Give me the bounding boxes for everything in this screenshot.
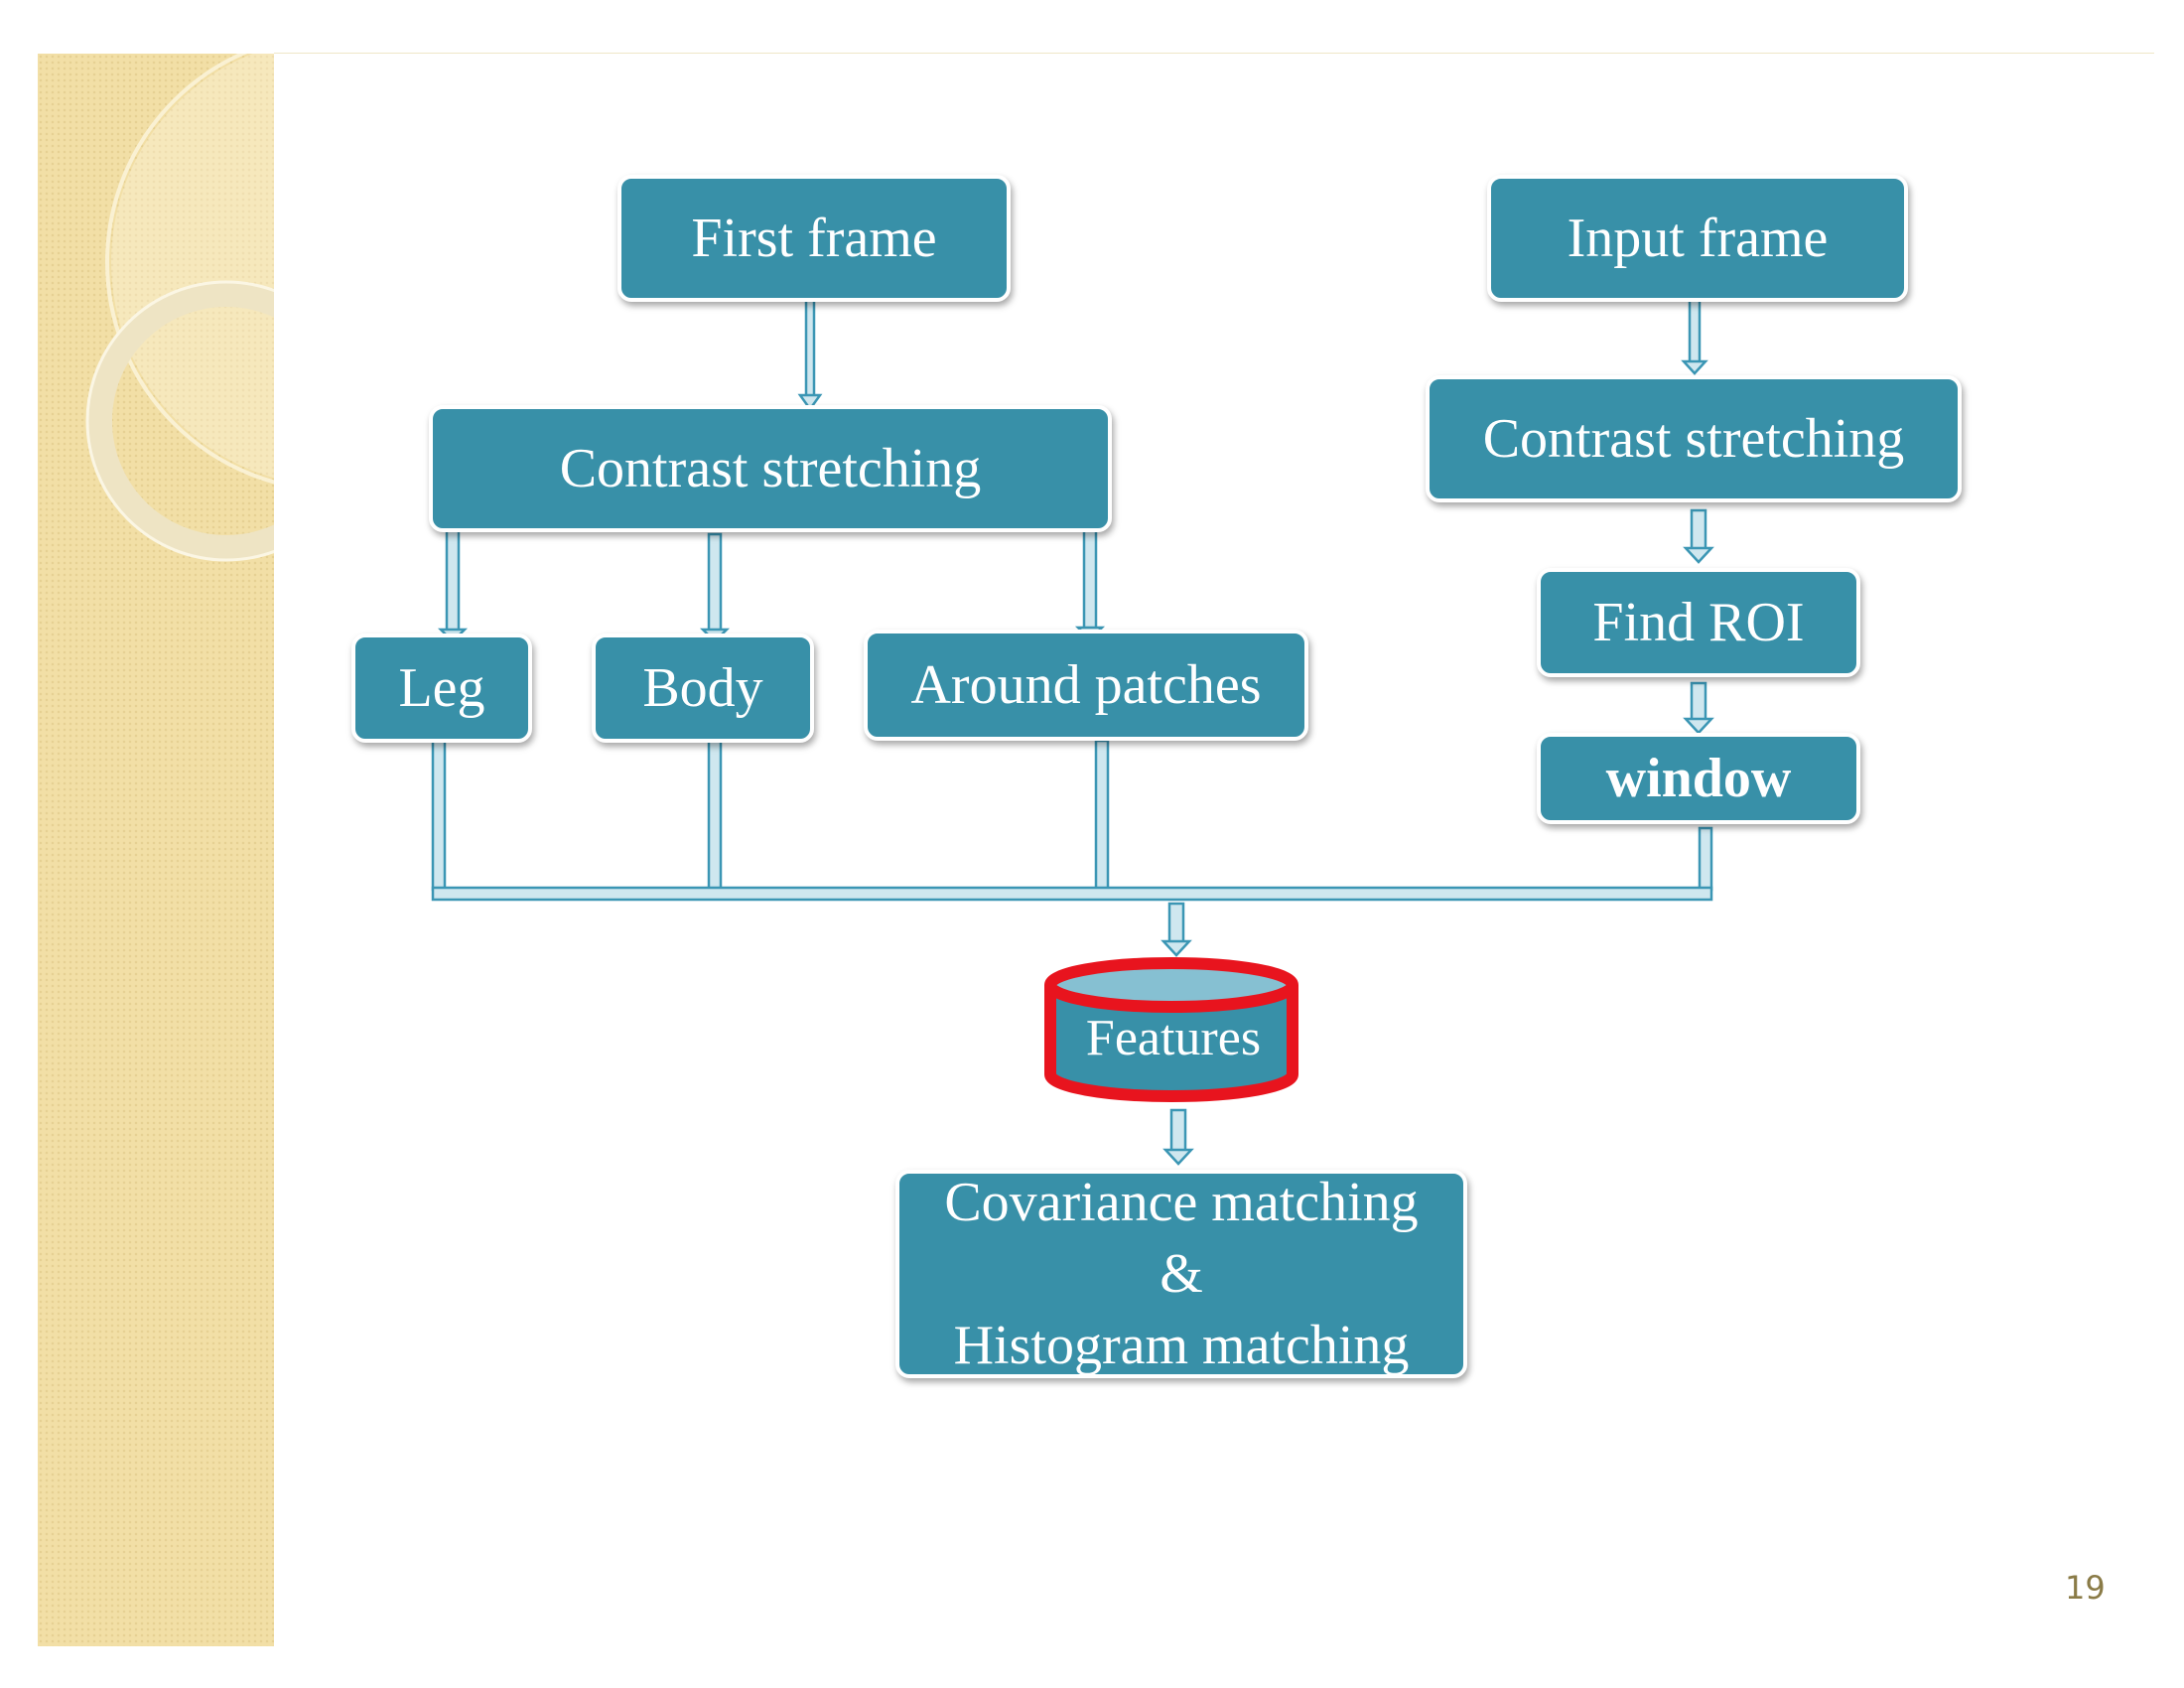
arrow-features-to-matching <box>1169 1108 1187 1154</box>
arrow-input-to-contrast <box>1688 298 1702 365</box>
arrow-collector-to-features <box>1167 902 1185 945</box>
around-patches-node: Around patches <box>864 630 1308 741</box>
features-cylinder <box>1044 957 1298 1102</box>
input-frame-node: Input frame <box>1487 175 1908 302</box>
matching-line-1: Covariance matching <box>944 1172 1419 1233</box>
matching-line-2: & <box>1160 1243 1203 1305</box>
first-frame-label: First frame <box>691 208 937 269</box>
leg-label: Leg <box>398 657 485 719</box>
find-roi-node: Find ROI <box>1537 568 1860 677</box>
contrast-stretching-right-node: Contrast stretching <box>1426 375 1962 502</box>
matching-node: Covariance matching & Histogram matching <box>895 1170 1467 1378</box>
features-label: Features <box>1085 1009 1262 1066</box>
window-label: window <box>1605 748 1792 809</box>
arrow-roi-to-window <box>1690 681 1707 723</box>
arrow-contrast-to-body <box>707 532 723 633</box>
input-frame-label: Input frame <box>1567 208 1829 269</box>
arrow-contrast-to-leg <box>445 528 461 633</box>
arrow-contrast-to-around <box>1082 528 1098 632</box>
arrow-contrast-to-roi <box>1690 508 1707 552</box>
decorative-rings <box>85 54 274 562</box>
matching-line-3: Histogram matching <box>953 1315 1410 1376</box>
find-roi-label: Find ROI <box>1592 592 1805 653</box>
body-node: Body <box>592 633 814 743</box>
collector-lines <box>431 739 1713 902</box>
page-number: 19 <box>2065 1569 2106 1607</box>
contrast-stretching-left-node: Contrast stretching <box>429 405 1112 532</box>
around-patches-label: Around patches <box>910 654 1262 716</box>
window-node: window <box>1537 733 1860 824</box>
contrast-stretching-right-label: Contrast stretching <box>1482 408 1905 470</box>
body-label: Body <box>642 657 763 719</box>
leg-node: Leg <box>351 633 532 743</box>
top-border-line <box>274 53 2154 54</box>
decorative-sidebar <box>38 54 274 1646</box>
first-frame-node: First frame <box>617 175 1011 302</box>
contrast-stretching-left-label: Contrast stretching <box>559 438 982 499</box>
